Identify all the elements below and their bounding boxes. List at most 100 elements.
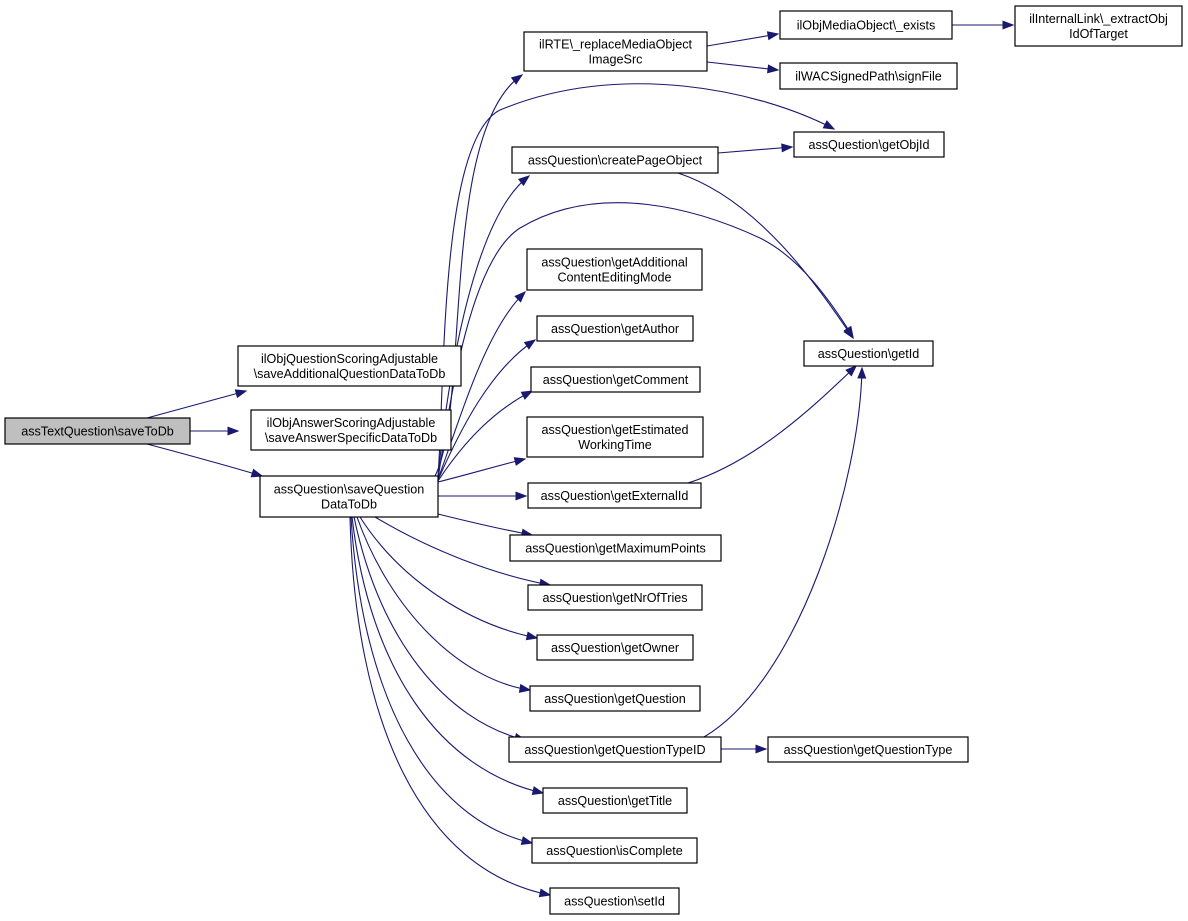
node-box [527, 584, 703, 611]
arrowhead [227, 426, 240, 436]
node-isComplete[interactable]: assQuestion\isComplete [531, 837, 698, 864]
node-getMaximumPoints[interactable]: assQuestion\getMaximumPoints [509, 534, 722, 562]
node-label-line: ilRTE\_replaceMediaObject [539, 38, 693, 52]
node-box [509, 534, 722, 562]
node-box [250, 409, 452, 451]
node-label-line: assQuestion\getQuestion [544, 692, 685, 706]
node-getAuthor[interactable]: assQuestion\getAuthor [536, 315, 694, 342]
arrowhead [234, 389, 248, 399]
edge-line [146, 443, 263, 477]
edge-line [437, 390, 533, 482]
node-getNrOfTries[interactable]: assQuestion\getNrOfTries [527, 584, 703, 611]
node-label-line: assQuestion\getNrOfTries [542, 591, 687, 605]
edge-createPageObject-to-getId [677, 172, 854, 340]
node-getId[interactable]: assQuestion\getId [803, 340, 934, 367]
arrowhead [525, 631, 539, 641]
node-box [536, 634, 694, 661]
node-label-line: ilObjQuestionScoringAdjustable [261, 352, 438, 366]
node-setId[interactable]: assQuestion\setId [549, 887, 680, 915]
edge-line [351, 516, 544, 794]
edge-saveQuestionDataToDb-to-getTitle [351, 516, 545, 795]
node-getAdditionalContentEditingMode[interactable]: assQuestion\getAdditionalContentEditingM… [526, 248, 703, 291]
node-mediaObjectExists[interactable]: ilObjMediaObject\_exists [779, 10, 953, 40]
edge-line [359, 516, 538, 639]
edge-saveQuestionDataToDb-to-getMaximumPoints [437, 513, 534, 538]
edge-line [437, 175, 530, 479]
arrowhead [781, 143, 794, 153]
node-createPageObject[interactable]: assQuestion\createPageObject [511, 146, 719, 174]
node-label-line: ilWACSignedPath\signFile [795, 70, 942, 84]
node-box [527, 482, 702, 509]
arrowhead [845, 365, 858, 377]
node-box [1014, 5, 1183, 47]
node-box [530, 366, 701, 393]
node-label-line: ImageSrc [589, 53, 643, 67]
arrowhead [520, 390, 534, 400]
edge-getExternalId-to-getId [687, 365, 858, 484]
node-box [793, 131, 945, 158]
edge-line [349, 516, 551, 896]
node-getQuestionType[interactable]: assQuestion\getQuestionType [767, 736, 969, 763]
arrowhead [857, 366, 867, 379]
node-box [529, 685, 701, 712]
node-label-line: WorkingTime [578, 438, 651, 452]
edge-root-to-saveQuestionDataToDb [146, 443, 264, 478]
node-box [531, 837, 698, 864]
node-getComment[interactable]: assQuestion\getComment [530, 366, 701, 393]
node-label-line: IdOfTarget [1069, 27, 1128, 41]
node-box [779, 10, 953, 40]
arrowhead [538, 888, 552, 898]
arrowhead [766, 31, 780, 41]
node-root[interactable]: assTextQuestion\saveToDb [4, 417, 191, 445]
node-signFile[interactable]: ilWACSignedPath\signFile [779, 62, 958, 90]
edge-line [350, 516, 533, 844]
node-label-line: assQuestion\setId [564, 895, 665, 909]
arrowhead [1002, 20, 1015, 30]
edge-mediaObjectExists-to-extractObjIdOfTarget [952, 20, 1015, 30]
node-label-line: ilObjAnswerScoringAdjustable [267, 416, 436, 430]
edge-line [356, 516, 531, 691]
edge-line [706, 33, 779, 47]
arrowhead [822, 120, 836, 130]
node-label-line: assQuestion\getEstimated [541, 423, 688, 437]
node-getOwner[interactable]: assQuestion\getOwner [536, 634, 694, 661]
node-getQuestionTypeID[interactable]: assQuestion\getQuestionTypeID [508, 736, 722, 763]
node-label-line: assQuestion\getQuestionTypeID [524, 743, 705, 757]
edge-root-to-answerScoringAdjustable [190, 426, 240, 436]
node-box [536, 315, 694, 342]
node-label-line: assQuestion\isComplete [546, 844, 683, 858]
edge-createPageObject-to-getObjId [717, 143, 794, 154]
node-label-line: ContentEditingMode [557, 271, 671, 285]
node-box [526, 248, 703, 291]
node-scoringAdjustable[interactable]: ilObjQuestionScoringAdjustable\saveAddit… [237, 345, 462, 387]
arrowhead [755, 744, 768, 754]
node-label-line: \saveAdditionalQuestionDataToDb [254, 367, 446, 381]
node-label-line: assQuestion\getQuestionType [784, 743, 953, 757]
node-box [803, 340, 934, 367]
edge-saveQuestionDataToDb-to-getQuestion [356, 516, 532, 693]
node-box [508, 736, 722, 763]
edge-replaceMediaObjectImageSrc-to-mediaObjectExists [706, 31, 780, 47]
edge-line [717, 146, 793, 154]
node-getQuestion[interactable]: assQuestion\getQuestion [529, 685, 701, 712]
edge-line [677, 172, 854, 339]
node-label-line: DataToDb [321, 498, 377, 512]
node-label-line: assQuestion\createPageObject [528, 154, 703, 168]
node-label-line: assQuestion\getComment [543, 373, 689, 387]
edge-line [706, 61, 779, 71]
node-getTitle[interactable]: assQuestion\getTitle [542, 787, 688, 814]
arrowhead [510, 74, 524, 85]
node-box [526, 416, 704, 458]
node-getObjId[interactable]: assQuestion\getObjId [793, 131, 945, 158]
node-getExternalId[interactable]: assQuestion\getExternalId [527, 482, 702, 509]
node-label-line: assTextQuestion\saveToDb [21, 425, 174, 439]
node-answerScoringAdjustable[interactable]: ilObjAnswerScoringAdjustable\saveAnswerS… [250, 409, 452, 451]
edge-line [353, 516, 526, 741]
edge-replaceMediaObjectImageSrc-to-signFile [706, 61, 780, 74]
edge-saveQuestionDataToDb-to-getExternalId [438, 491, 528, 501]
edge-getQuestionTypeID-to-getQuestionType [721, 744, 768, 754]
